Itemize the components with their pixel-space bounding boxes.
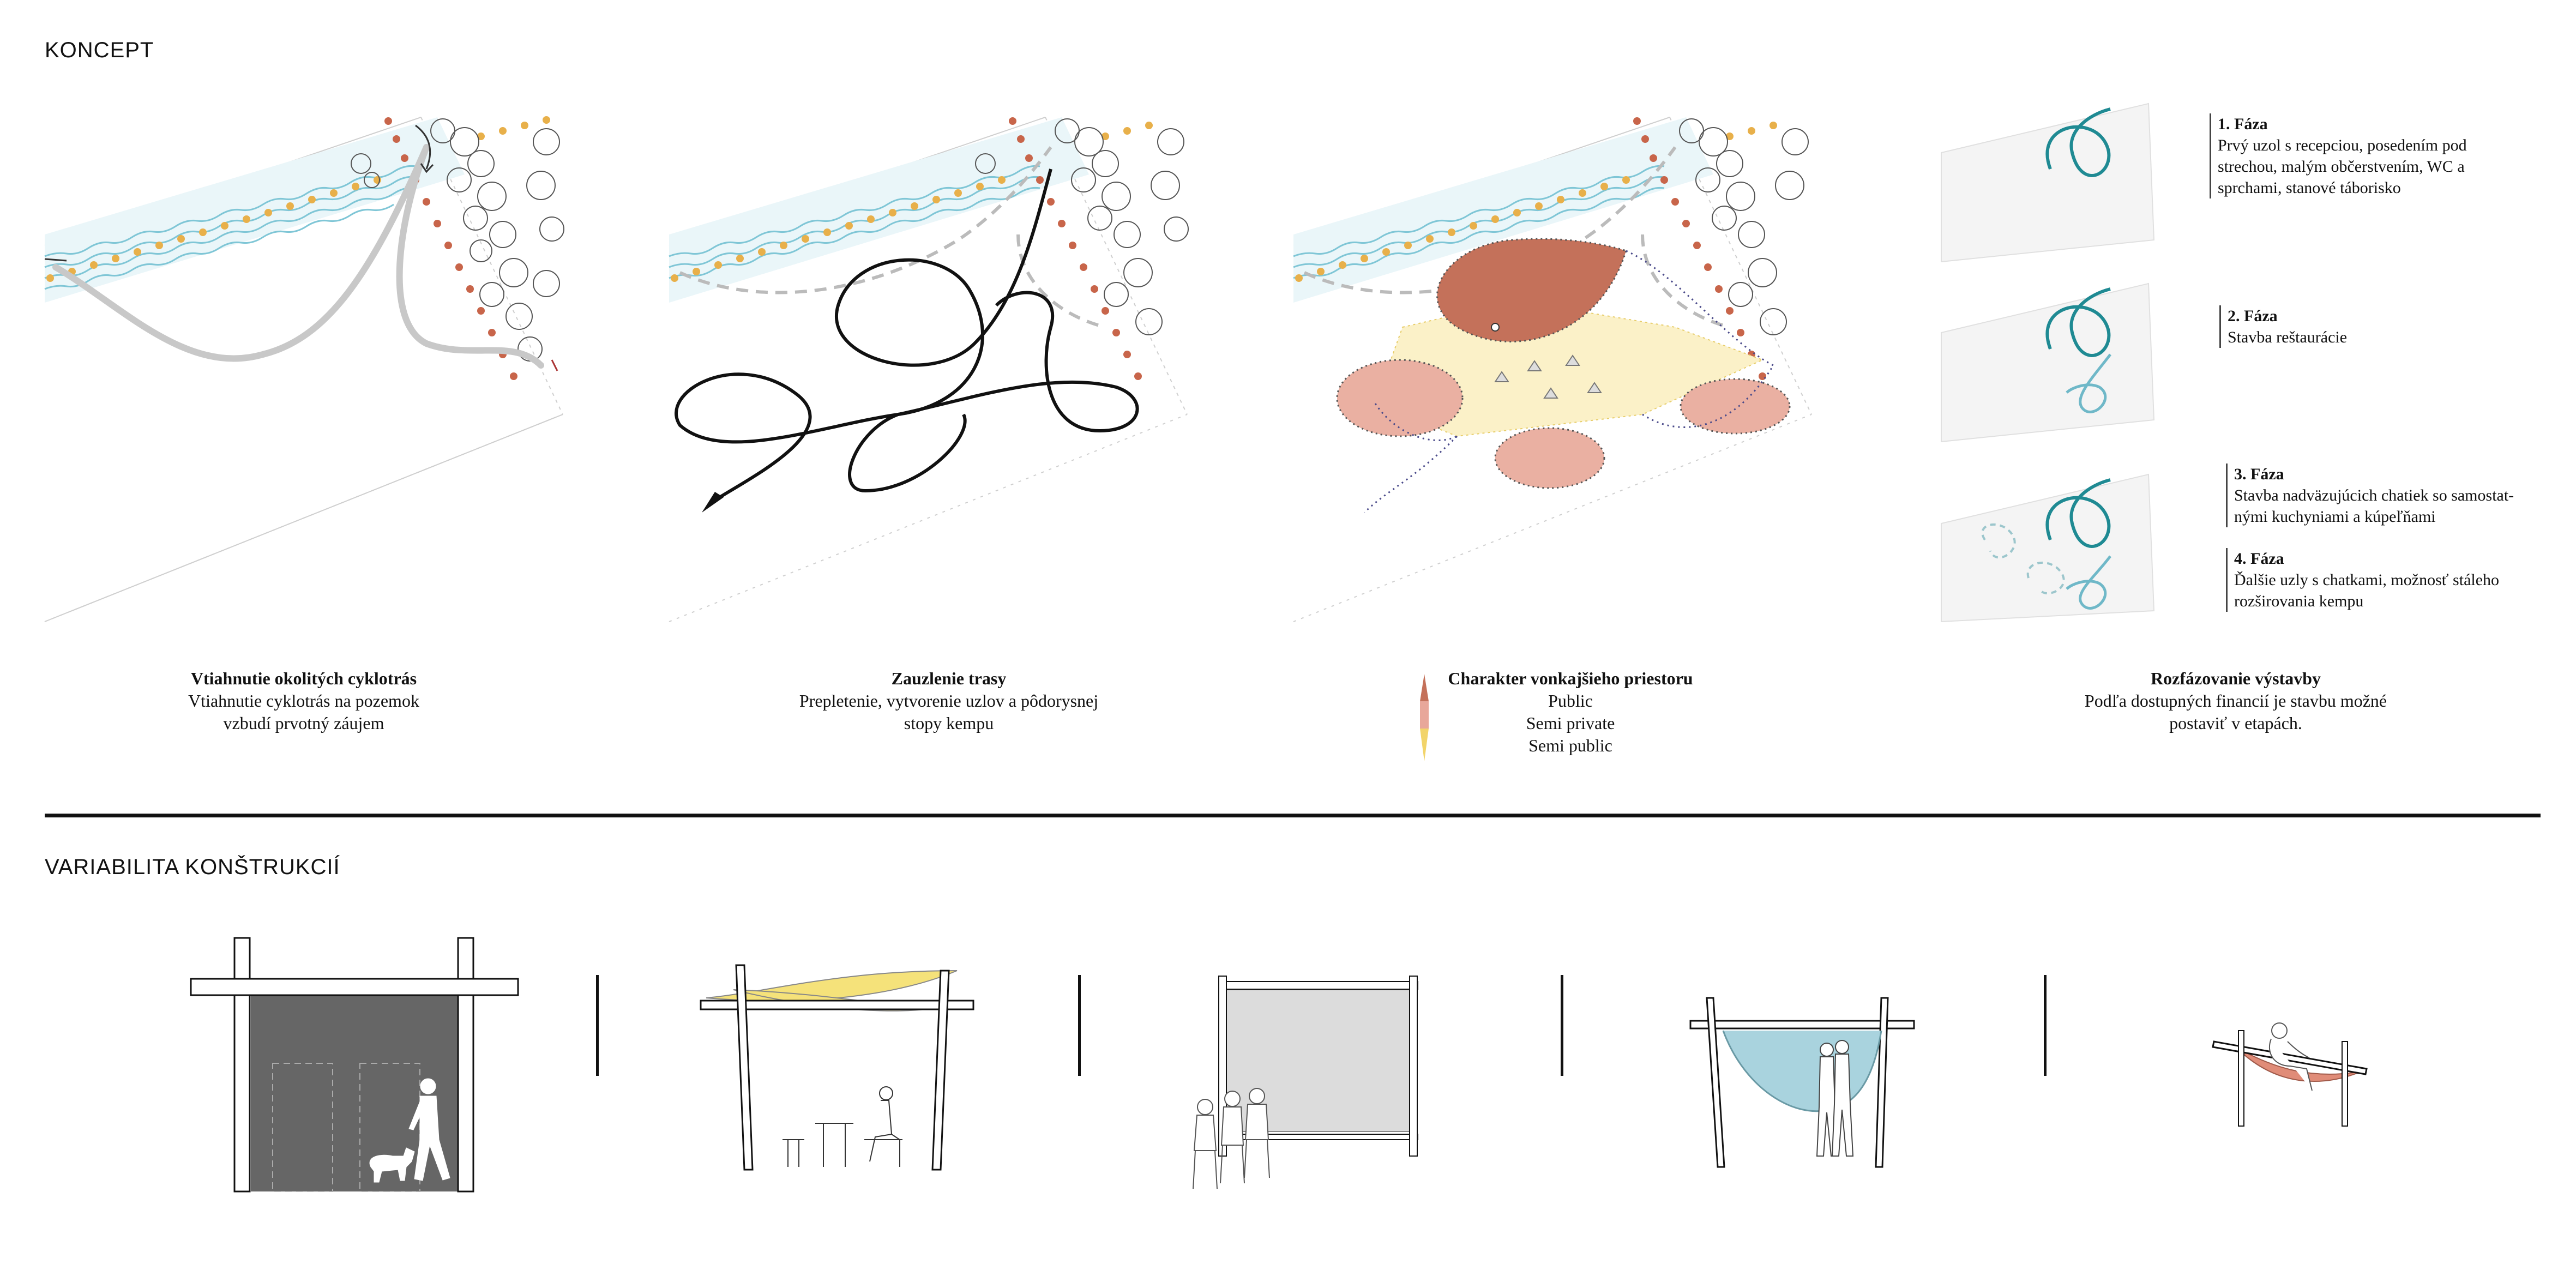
caption-cycle-routes: Vtiahnutie okolitých cyklotrás Vtiahnuti… (137, 667, 470, 735)
phase-1-line: sprchami, stanové táborisko (2218, 179, 2401, 197)
concept-diagram-outdoor-character (1293, 109, 1812, 622)
phase-4-line: rozširovania kempu (2234, 592, 2364, 610)
construction-divider (596, 975, 599, 1076)
construction-divider (1561, 975, 1563, 1076)
phase-4-line: Ďalšie uzly s chatkami, možnosť stáleho (2234, 571, 2500, 589)
caption-title: Charakter vonkajšieho priestoru (1448, 669, 1693, 688)
legend-semi-public-label: Semi public (1528, 736, 1612, 755)
phase-1-line: strechou, malým občerstvením, WC a (2218, 158, 2465, 176)
concept-diagram-phases (1930, 103, 2170, 627)
construction-canopy (700, 960, 984, 1178)
caption-outdoor-character: Charakter vonkajšieho priestoru Public S… (1407, 667, 1734, 757)
caption-line: stopy kempu (904, 713, 994, 733)
construction-hammock-red (2212, 1020, 2378, 1129)
phase-2-line: Stavba reštaurácie (2228, 328, 2348, 346)
phase-2-text: 2. Fáza Stavba reštaurácie (2219, 305, 2522, 348)
concept-diagram-cycle-routes (44, 109, 564, 622)
caption-line: Vtiahnutie cyklotrás na pozemok (188, 691, 419, 711)
phase-3-line: nými kuchyniami a kúpeľňami (2234, 508, 2436, 526)
section-title-koncept: KONCEPT (45, 38, 154, 62)
phase-4-title: 4. Fáza (2234, 550, 2284, 568)
section-title-variabilita: VARIABILITA KONŠTRUKCIÍ (45, 855, 340, 879)
section-divider (45, 814, 2541, 817)
caption-line: Podľa dostupných financií je stavbu možn… (2084, 691, 2387, 711)
construction-divider (2044, 975, 2047, 1076)
phase-3-line: Stavba nadväzujúcich chatiek so samostat… (2234, 486, 2514, 504)
phase-1-line: Prvý uzol s recepciou, posedením pod (2218, 136, 2467, 154)
legend-semi-private-label: Semi private (1526, 713, 1615, 733)
phase-3-title: 3. Fáza (2234, 465, 2284, 483)
caption-line: vzbudí prvotný záujem (223, 713, 384, 733)
caption-line: Prepletenie, vytvorenie uzlov a pôdorysn… (799, 691, 1099, 711)
phase-1-title: 1. Fáza (2218, 115, 2268, 133)
construction-divider (1078, 975, 1081, 1076)
phase-2-title: 2. Fáza (2228, 307, 2278, 325)
caption-phasing: Rozfázovanie výstavby Podľa dostupných f… (2050, 667, 2421, 735)
phase-3-text: 3. Fáza Stavba nadväzujúcich chatiek so … (2226, 464, 2529, 527)
caption-title: Zauzlenie trasy (891, 669, 1007, 688)
caption-title: Vtiahnutie okolitých cyklotrás (190, 669, 417, 688)
concept-diagram-route-knot (669, 109, 1189, 622)
caption-title: Rozfázovanie výstavby (2151, 669, 2321, 688)
caption-line: postaviť v etapách. (2169, 713, 2302, 733)
construction-wall-panel (190, 937, 523, 1194)
construction-screen (1189, 976, 1440, 1200)
caption-route-knot: Zauzlenie trasy Prepletenie, vytvorenie … (758, 667, 1140, 735)
phase-4-text: 4. Fáza Ďalšie uzly s chatkami, možnosť … (2226, 548, 2529, 612)
construction-hammock-blue (1689, 992, 1919, 1172)
legend-color-wedge (1420, 674, 1429, 761)
legend-public-label: Public (1548, 691, 1593, 711)
phase-1-text: 1. Fáza Prvý uzol s recepciou, posedením… (2210, 113, 2512, 198)
